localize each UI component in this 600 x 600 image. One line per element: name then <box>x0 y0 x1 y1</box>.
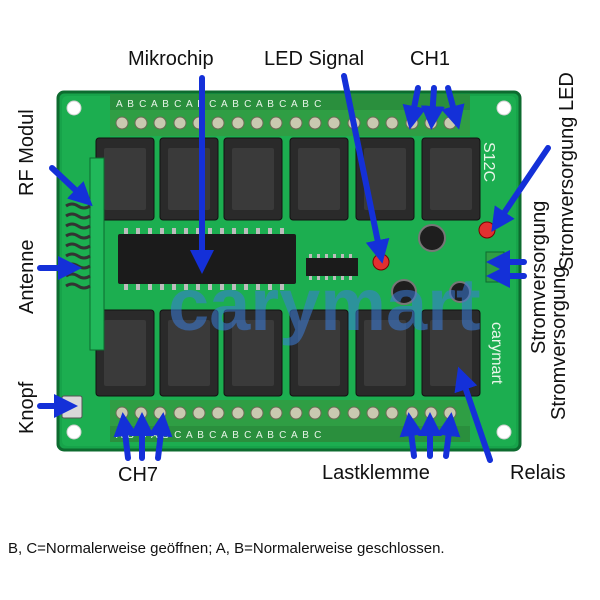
board-model-text: S12C <box>480 142 497 182</box>
label-mikrochip: Mikrochip <box>128 48 214 70</box>
caption-text: B, C=Normalerweise geöffnen; A, B=Normal… <box>8 540 445 557</box>
label-ch1: CH1 <box>410 48 451 70</box>
label-rf-modul: RF Modul <box>16 109 38 196</box>
rf-module <box>89 157 105 351</box>
annotation-arrows <box>37 73 551 463</box>
bottom-terminal-letters: A B C A B C A B C A B C A B C A B C <box>116 430 323 441</box>
board-brand-text: carymart <box>488 322 505 385</box>
label-relais: Relais <box>510 462 566 484</box>
capacitors <box>391 224 471 305</box>
bottom-terminal-strip: A B C A B C A B C A B C A B C A B C <box>110 400 470 442</box>
label-knopf: Knopf <box>16 381 38 434</box>
label-antenne: Antenne <box>16 239 38 314</box>
label-lastklemme: Lastklemme <box>322 462 430 484</box>
label-stromversorgung-led: Stromversorgung LED <box>556 72 578 270</box>
top-terminal-letters: A B C A B C A B C A B C A B C A B C <box>116 99 323 110</box>
label-ch7: CH7 <box>118 464 159 486</box>
label-led-signal: LED Signal <box>264 48 365 70</box>
watermark-text: carymart <box>168 263 481 346</box>
label-stromversorgung-2: Stromversorgung <box>548 266 570 420</box>
small-ic <box>306 254 358 280</box>
power-led <box>478 221 496 239</box>
